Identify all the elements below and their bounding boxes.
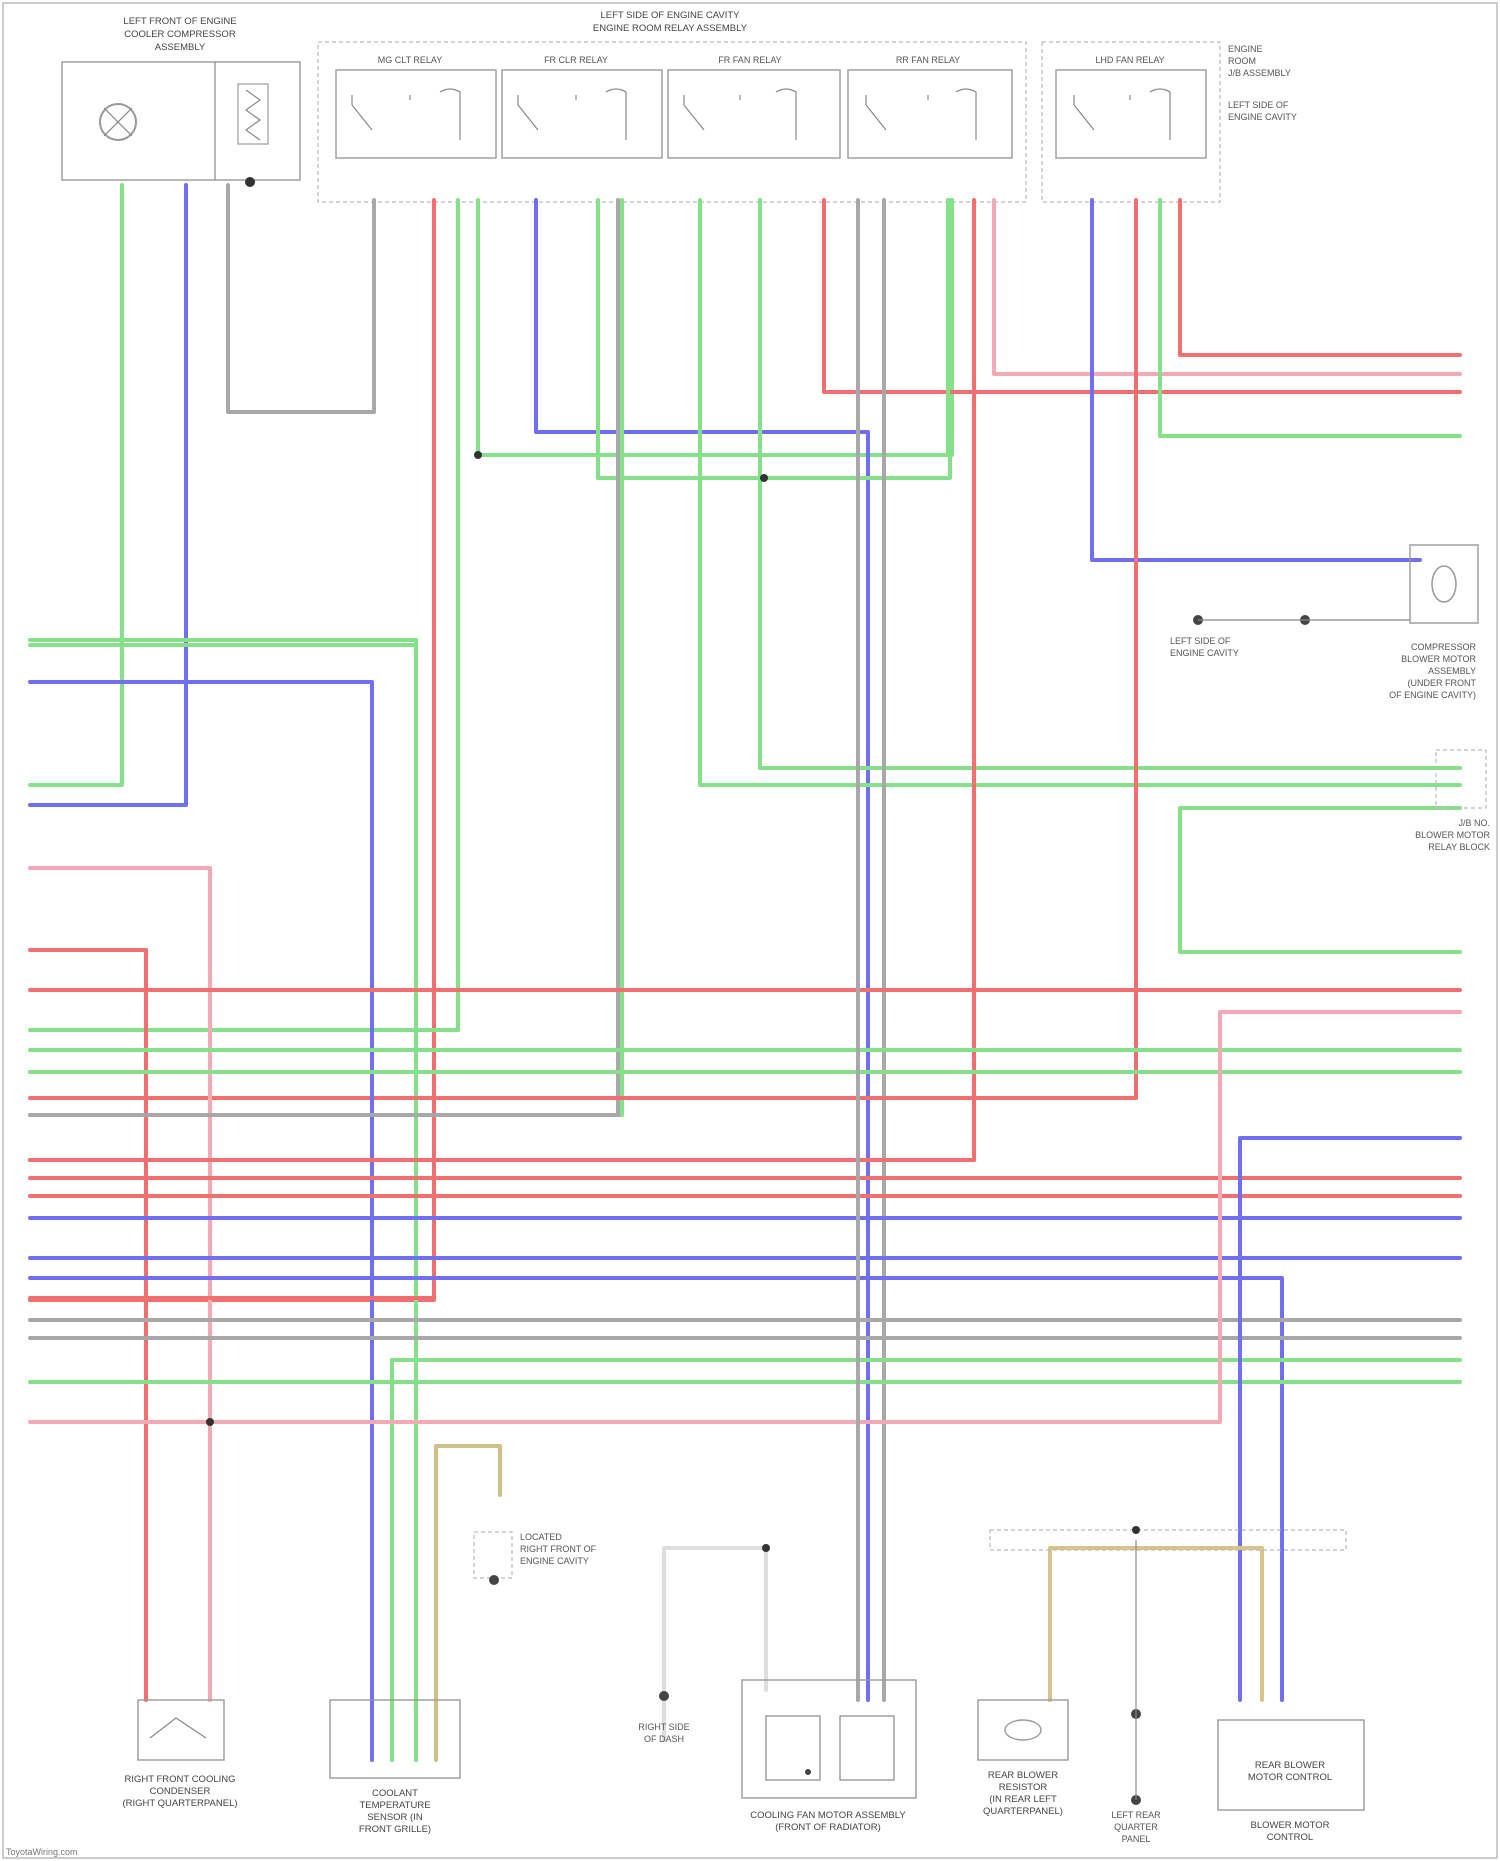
blower-relay-block: J/B NO. BLOWER MOTOR RELAY BLOCK	[1415, 750, 1490, 852]
relay-label-3: FR FAN RELAY	[718, 55, 781, 65]
bottom-1-1: RIGHT FRONT COOLING	[124, 1774, 235, 1785]
bottom-1-2: CONDENSER	[150, 1786, 211, 1797]
jb-3: RELAY BLOCK	[1428, 842, 1490, 852]
bottom-6-2: QUARTER	[1114, 1822, 1158, 1832]
blower-3: ASSEMBLY	[1428, 666, 1476, 676]
blower-1: COMPRESSOR	[1411, 642, 1477, 652]
ground-left-2: ENGINE CAVITY	[1170, 648, 1239, 658]
wire-wht	[664, 1548, 766, 1740]
blower-2: BLOWER MOTOR	[1401, 654, 1476, 664]
top-right-note-1: ENGINE	[1228, 44, 1263, 54]
cooling-condenser: RIGHT FRONT COOLING CONDENSER (RIGHT QUA…	[122, 1700, 237, 1809]
bottom-7-2: MOTOR CONTROL	[1248, 1772, 1332, 1783]
jb-2: BLOWER MOTOR	[1415, 830, 1490, 840]
top-right-label: LHD FAN RELAY	[1095, 55, 1164, 65]
compressor-assembly: LEFT FRONT OF ENGINE COOLER COMPRESSOR A…	[62, 16, 300, 180]
bottom-5-3: (IN REAR LEFT	[989, 1794, 1057, 1805]
bottom-5-4: QUARTERPANEL)	[983, 1806, 1063, 1817]
wire-grn	[1160, 200, 1460, 436]
top-right-note-3: J/B ASSEMBLY	[1228, 68, 1291, 78]
bottom-7-1: REAR BLOWER	[1255, 1760, 1325, 1771]
wire-grn	[30, 200, 458, 1030]
bottom-2-1: COOLANT	[372, 1788, 418, 1799]
bottom-6-3: PANEL	[1122, 1834, 1151, 1844]
bottom-5-2: RESISTOR	[999, 1782, 1048, 1793]
lhd-fan-relay: LHD FAN RELAY ENGINE ROOM J/B ASSEMBLY L…	[1042, 42, 1297, 202]
bottom-4-1: COOLING FAN MOTOR ASSEMBLY	[750, 1810, 906, 1821]
relay-block-title-2: ENGINE ROOM RELAY ASSEMBLY	[593, 23, 748, 34]
top-right-note-6: ENGINE CAVITY	[1228, 112, 1297, 122]
wire-grn	[30, 640, 416, 1760]
comp-top-left-1: LEFT FRONT OF ENGINE	[123, 16, 236, 27]
bottom-1-3: (RIGHT QUARTERPANEL)	[122, 1798, 237, 1809]
compressor-blower-motor: COMPRESSOR BLOWER MOTOR ASSEMBLY (UNDER …	[1389, 545, 1478, 700]
wire-blu	[30, 1278, 1282, 1700]
top-right-note-2: ROOM	[1228, 56, 1256, 66]
footer-credit: ToyotaWiring.com	[6, 1847, 78, 1857]
ground-right-front: LOCATED RIGHT FRONT OF ENGINE CAVITY	[474, 1532, 597, 1585]
wire-blu	[1092, 200, 1420, 560]
wire-yel	[1050, 1548, 1262, 1700]
ground-left-engine: LEFT SIDE OF ENGINE CAVITY	[1170, 615, 1410, 658]
relay-label-4: RR FAN RELAY	[896, 55, 960, 65]
ground-left-1: LEFT SIDE OF	[1170, 636, 1231, 646]
comp-top-left-3: ASSEMBLY	[155, 42, 206, 53]
wire-grn	[760, 200, 1436, 768]
wire-red	[1180, 200, 1460, 355]
wire-grn	[30, 200, 622, 1115]
wire-tan	[436, 1446, 500, 1760]
wire-pnk	[994, 200, 1460, 374]
wire-grn	[478, 200, 952, 455]
comp-top-left-2: COOLER COMPRESSOR	[124, 29, 236, 40]
wire-blu	[30, 185, 186, 805]
rear-blower-resistor: REAR BLOWER RESISTOR (IN REAR LEFT QUART…	[978, 1700, 1068, 1817]
relay-label-2: FR CLR RELAY	[544, 55, 608, 65]
wire-red	[824, 200, 1460, 392]
wire-pnk	[30, 868, 210, 1700]
blower-4: (UNDER FRONT	[1408, 678, 1477, 688]
bottom-4-2: (FRONT OF RADIATOR)	[775, 1822, 881, 1833]
wire-gry	[228, 185, 374, 412]
bottom-5-1: REAR BLOWER	[988, 1770, 1058, 1781]
wire-grn	[30, 185, 122, 785]
ground-bottom-1: LOCATED	[520, 1532, 562, 1542]
bottom-3-1: RIGHT SIDE	[638, 1722, 689, 1732]
ground-bottom-3: ENGINE CAVITY	[520, 1556, 589, 1566]
wire-blu	[30, 682, 372, 1760]
cooling-fan-motor: COOLING FAN MOTOR ASSEMBLY (FRONT OF RAD…	[742, 1680, 916, 1833]
bottom-3-2: OF DASH	[644, 1734, 684, 1744]
ground-bottom-2: RIGHT FRONT OF	[520, 1544, 597, 1554]
coolant-temp-sensor: COOLANT TEMPERATURE SENSOR (IN FRONT GRI…	[330, 1700, 460, 1835]
bottom-2-4: FRONT GRILLE)	[359, 1824, 431, 1835]
wire-blu	[1240, 1138, 1460, 1700]
relay-block: LEFT SIDE OF ENGINE CAVITY ENGINE ROOM R…	[318, 10, 1026, 202]
bottom-6-1: LEFT REAR	[1111, 1810, 1161, 1820]
wire-red	[30, 950, 146, 1700]
bottom-2-2: TEMPERATURE	[359, 1800, 430, 1811]
relay-label-1: MG CLT RELAY	[378, 55, 443, 65]
wire-grn	[700, 200, 1460, 785]
bottom-8-2: CONTROL	[1267, 1832, 1313, 1843]
wire-group	[30, 185, 1460, 1760]
bottom-8-1: BLOWER MOTOR	[1251, 1820, 1330, 1831]
jb-1: J/B NO.	[1458, 818, 1490, 828]
top-right-note-5: LEFT SIDE OF	[1228, 100, 1289, 110]
junction-dots	[206, 177, 1140, 1552]
left-rear-quarter: LEFT REAR QUARTER PANEL	[1111, 1540, 1161, 1844]
wire-grn	[598, 200, 950, 478]
bottom-2-3: SENSOR (IN	[367, 1812, 423, 1823]
blower-5: OF ENGINE CAVITY)	[1389, 690, 1476, 700]
wire-red	[30, 200, 1136, 1098]
relay-block-title-1: LEFT SIDE OF ENGINE CAVITY	[600, 10, 740, 21]
